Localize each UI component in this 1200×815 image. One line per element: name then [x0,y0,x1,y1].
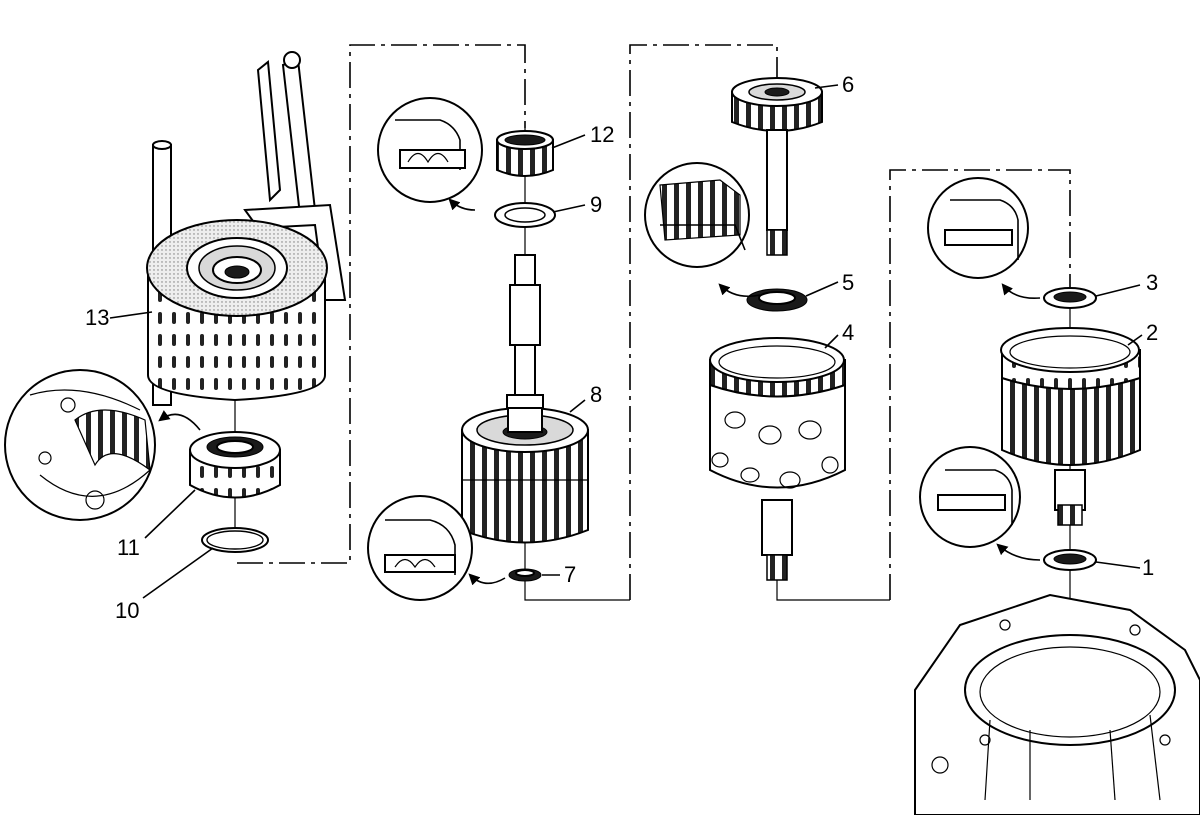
callout-8: 8 [590,382,602,407]
part-7-bearing [508,568,542,582]
part-1-thrust-washer [1043,549,1097,571]
detail-view-part-11 [4,369,201,521]
callout-labels: 1 2 3 4 5 6 7 8 9 10 11 12 13 [85,72,1158,623]
part-3-thrust-washer [1043,287,1097,309]
part-9-thrust-washer [494,202,556,228]
callout-9: 9 [590,192,602,217]
callout-3: 3 [1146,270,1158,295]
callout-5: 5 [842,270,854,295]
part-2-clutch-drum [1000,327,1141,526]
callout-2: 2 [1146,320,1158,345]
transmission-case [914,593,1200,815]
callout-13: 13 [85,305,109,330]
part-5-thrust-bearing [746,288,808,312]
part-6-gear-shaft [731,77,823,256]
assembly-paths [234,44,1071,750]
detail-view-part-5 [644,162,761,298]
locking-pliers-handle [256,60,282,203]
callout-7: 7 [564,562,576,587]
detail-view-part-9 [377,97,483,211]
callout-11: 11 [117,535,140,560]
callout-10: 10 [115,598,139,623]
part-4-carrier-drum [709,337,846,581]
detail-view-part-3 [927,177,1041,300]
callout-12: 12 [590,122,614,147]
callout-4: 4 [842,320,854,345]
callout-6: 6 [842,72,854,97]
part-8-shaft-clutch [461,254,589,544]
detail-view-part-1 [919,446,1041,561]
callout-1: 1 [1142,555,1154,580]
part-13-housing-with-tool [146,51,347,406]
part-10-snap-ring [201,527,269,553]
part-11-hub [189,431,281,499]
leader-lines [109,84,1143,599]
part-12-bearing [496,130,554,177]
detail-view-part-7 [367,495,506,601]
